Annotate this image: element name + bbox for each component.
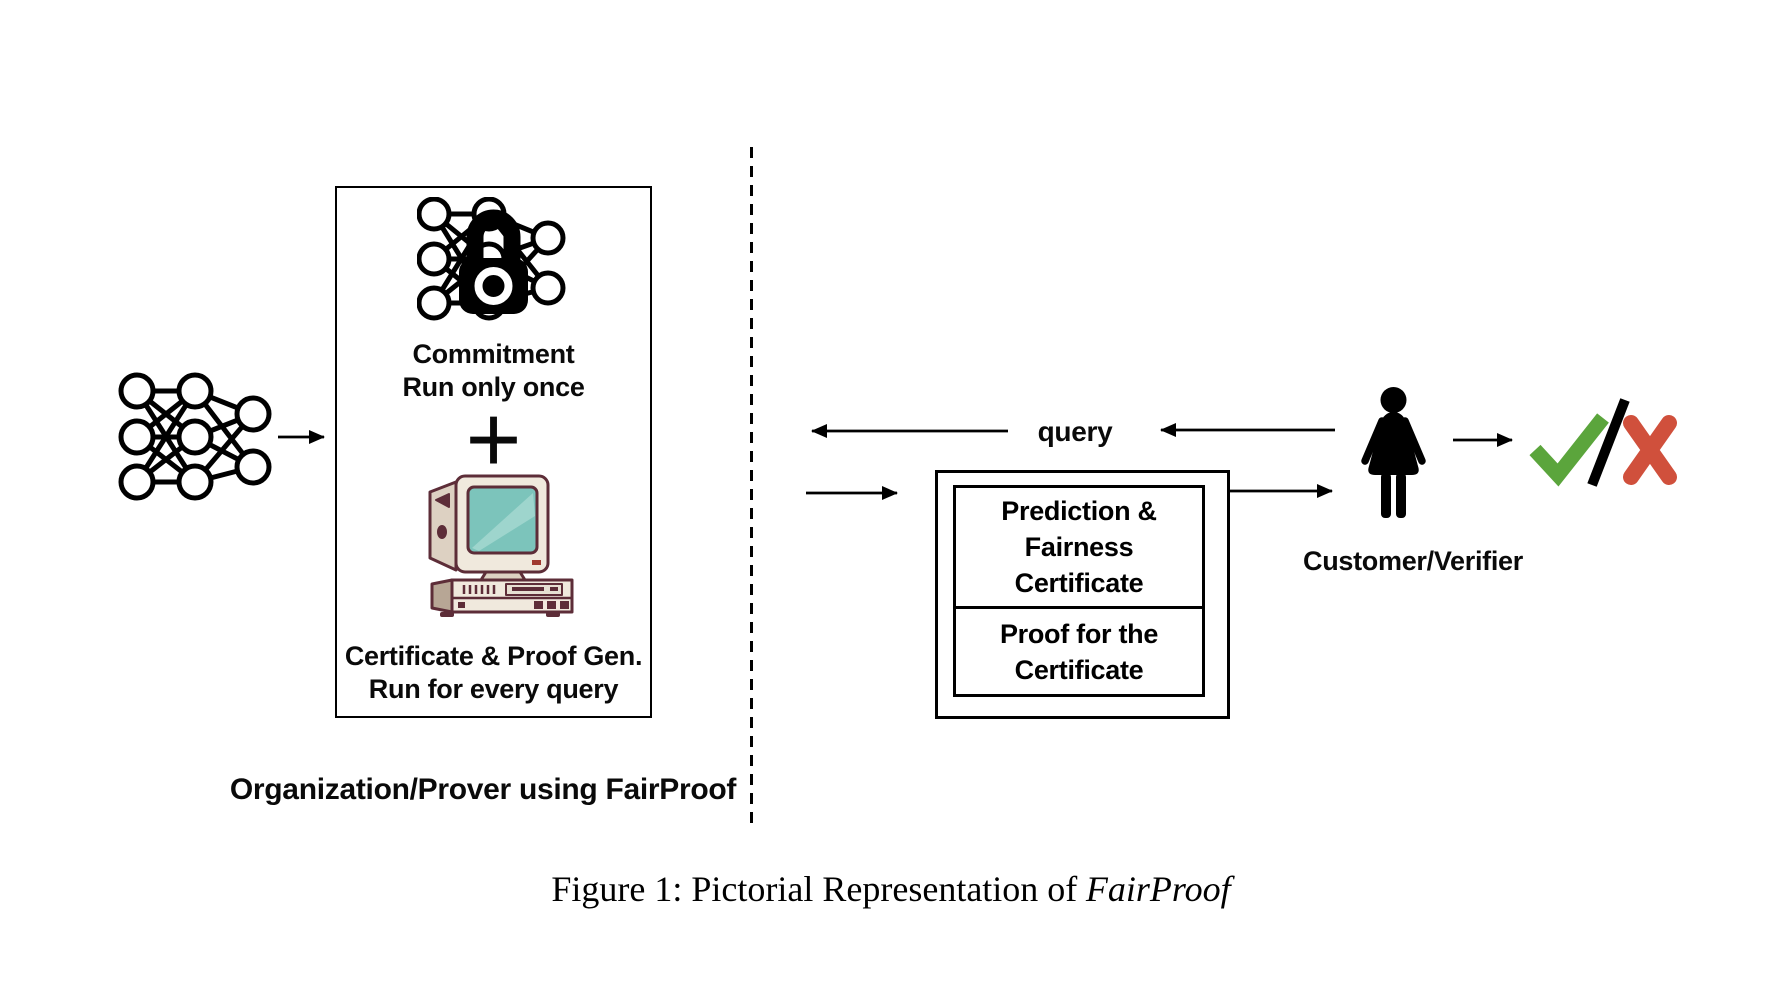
figure-caption-text: Figure 1: Pictorial Representation of <box>551 869 1078 909</box>
prover-box: Commitment Run only once + <box>335 186 652 718</box>
verifier-caption: Customer/Verifier <box>1303 546 1523 576</box>
slash-icon <box>1587 398 1630 487</box>
commitment-title: Commitment <box>412 339 575 369</box>
woman-person-icon <box>1361 387 1426 518</box>
proof-cell: Proof for the Certificate <box>956 609 1202 694</box>
green-check-icon <box>1529 413 1609 487</box>
query-label: query <box>1037 416 1113 447</box>
prediction-certificate-cell: Prediction & Fairness Certificate <box>956 488 1202 609</box>
figure-caption-emphasis: FairProof <box>1085 869 1231 909</box>
certgen-subtitle: Run for every query <box>368 674 619 705</box>
neural-network-with-padlock-icon <box>417 197 566 321</box>
plus-sign: + <box>465 386 522 493</box>
commitment-label: Commitment Run only once <box>337 338 650 405</box>
certgen-label: Certificate & Proof Gen. Run for every q… <box>331 640 656 707</box>
prover-caption: Organization/Prover using FairProof <box>229 773 737 806</box>
retro-computer-icon <box>428 474 574 617</box>
red-cross-icon <box>1623 415 1677 485</box>
certificate-response-box: Prediction & Fairness Certificate Proof … <box>935 470 1230 719</box>
padlock-icon <box>459 209 528 314</box>
cell-line: Certificate <box>1014 654 1144 685</box>
cell-line: Certificate <box>1014 568 1144 598</box>
commitment-subtitle: Run only once <box>402 372 585 403</box>
certificate-inner-box: Prediction & Fairness Certificate Proof … <box>953 485 1205 697</box>
cell-line: Prediction & <box>1001 496 1157 526</box>
verdict-icons <box>1529 398 1677 487</box>
cell-line: Fairness <box>1024 532 1134 562</box>
certgen-title: Certificate & Proof Gen. <box>344 641 643 671</box>
cell-line: Proof for the <box>999 618 1159 649</box>
neural-network-icon <box>118 372 272 501</box>
